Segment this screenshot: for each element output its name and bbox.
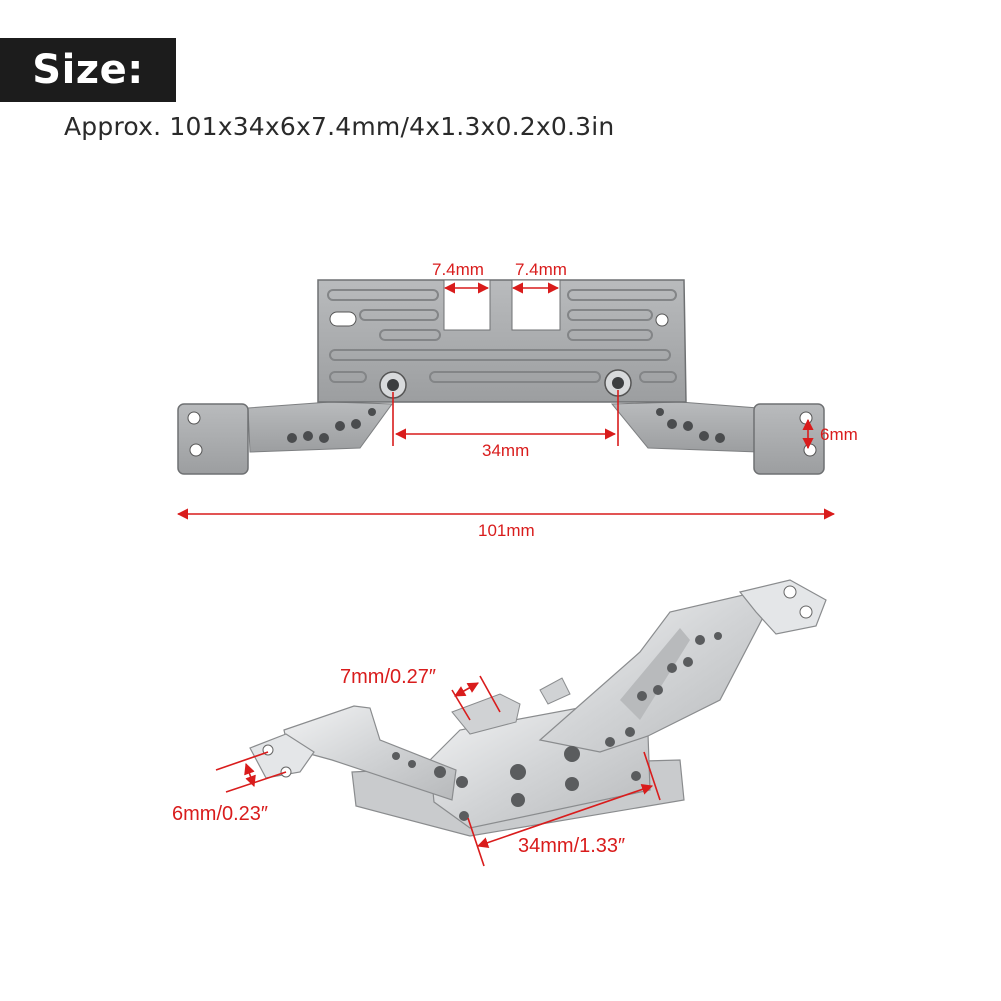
size-description: Approx. 101x34x6x7.4mm/4x1.3x0.2x0.3in bbox=[64, 112, 615, 141]
perspective-dimensions bbox=[215, 675, 661, 867]
top-left-arm bbox=[247, 401, 393, 453]
perspective-hole-spacing-label: 34mm/1.33″ bbox=[518, 835, 625, 857]
top-left-tab bbox=[177, 403, 249, 475]
slot-left-label: 7.4mm bbox=[432, 260, 484, 279]
slot-right-label: 7.4mm bbox=[515, 260, 567, 279]
size-badge: Size: bbox=[0, 38, 176, 102]
top-view-part bbox=[177, 279, 825, 475]
length-label: 101mm bbox=[478, 521, 535, 540]
hole-spacing-label: 34mm bbox=[482, 441, 529, 460]
perspective-thickness-label: 6mm/0.23″ bbox=[172, 803, 268, 825]
perspective-right-tab bbox=[738, 579, 827, 635]
top-view-dimensions bbox=[176, 282, 836, 520]
thickness-label: 6mm bbox=[820, 425, 858, 444]
perspective-slot-label: 7mm/0.27″ bbox=[340, 666, 436, 688]
top-right-tab bbox=[753, 403, 825, 475]
perspective-view-part bbox=[249, 579, 827, 837]
